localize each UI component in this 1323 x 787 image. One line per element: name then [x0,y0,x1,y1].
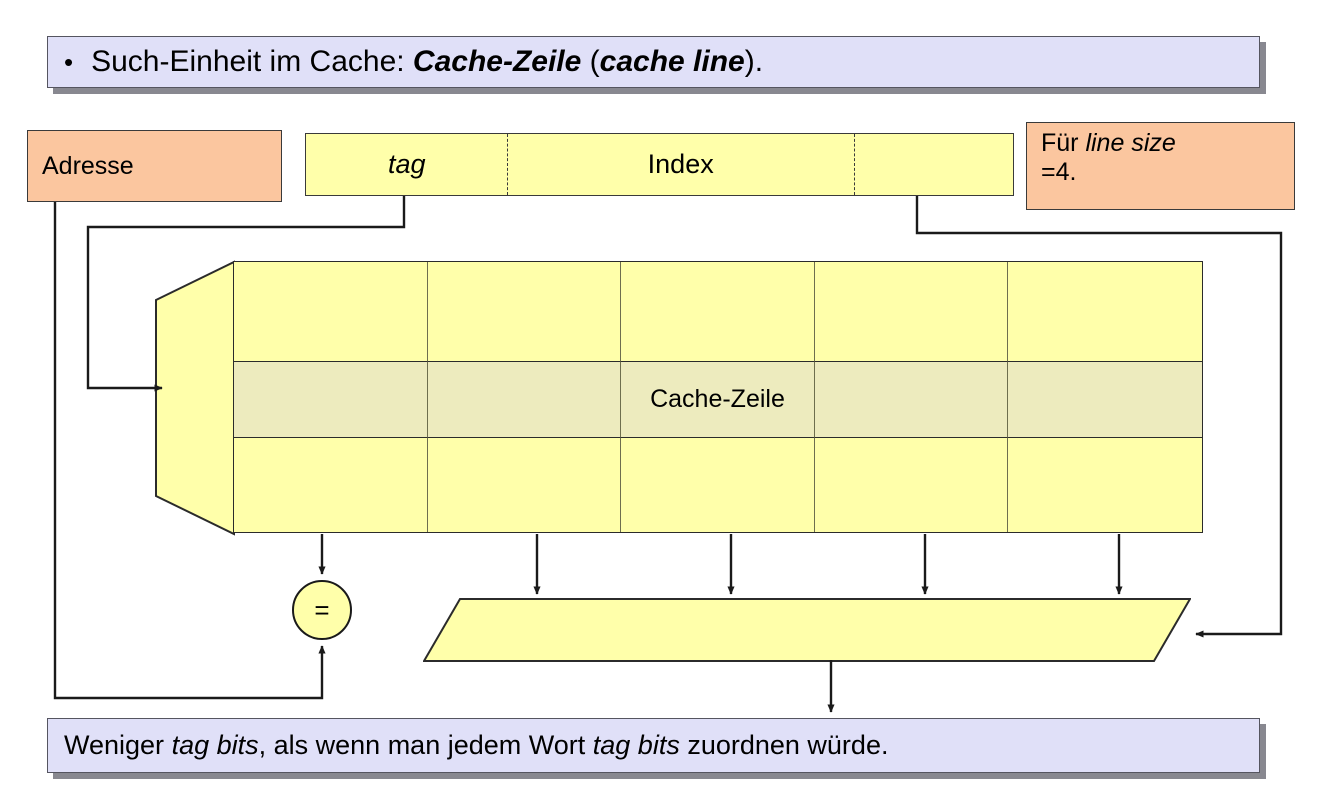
wire-index-to-tags [86,196,406,392]
tags-block-outline [155,260,235,536]
address-divider-1 [507,134,509,195]
top-banner: • Such-Einheit im Cache: Cache-Zeile (ca… [47,36,1260,88]
bottom-banner-seg-3: tag bits [592,730,680,760]
cache-cell [1008,438,1202,532]
cache-cell [427,262,622,362]
address-label-box: Adresse [27,130,282,202]
address-divider-2 [853,134,855,195]
cache-cell-highlighted [234,362,428,438]
cache-cell [234,438,428,532]
cache-cell-highlighted [427,362,622,438]
cache-cell [1008,262,1202,362]
cache-line-label: Cache-Zeile [621,362,815,438]
multiplexer [422,598,1192,662]
wire-tag-to-comparator [53,202,326,700]
top-banner-seg-2: ( [581,45,600,78]
bottom-banner-seg-4: zuordnen würde. [679,730,889,760]
top-banner-seg-4: ). [744,45,764,78]
address-segment-tag: tag [387,149,426,179]
bottom-banner-text: Weniger tag bits, als wenn man jedem Wor… [64,730,888,761]
bottom-banner-seg-2: , als wenn man jedem Wort [258,730,593,760]
line-size-note-box: Für line size =4. [1026,122,1295,210]
bottom-banner-seg-1: tag bits [171,730,259,760]
address-label-text: Adresse [42,151,134,180]
cache-cell [427,438,622,532]
line-size-italic: line size [1085,129,1176,157]
line-size-note-line2: =4. [1041,157,1077,186]
bottom-banner-seg-0: Weniger [64,730,172,760]
tags-block [155,260,235,536]
cache-array-grid: Cache-Zeile [233,261,1203,533]
cache-cell [814,262,1009,362]
cache-cell [814,438,1009,532]
comparator-label: = [314,594,330,625]
address-segment-index: Index [647,149,714,179]
cache-cell-highlighted [814,362,1009,438]
top-banner-seg-0: Such-Einheit im Cache: [91,45,413,78]
wire-offset-to-mux-select [915,196,1283,638]
top-banner-seg-3: cache line [599,45,745,78]
bullet-icon: • [64,47,74,77]
line-size-prefix: Für [1041,129,1086,157]
cache-cell [621,438,815,532]
line-size-note-line1: Für line size [1041,129,1294,158]
top-banner-seg-1: Cache-Zeile [412,45,582,78]
cache-cell-highlighted [1008,362,1202,438]
comparator-equals: = [292,580,352,640]
top-banner-text: Such-Einheit im Cache: Cache-Zeile (cach… [91,45,763,79]
multiplexer-outline [422,598,1192,662]
bottom-banner: Weniger tag bits, als wenn man jedem Wor… [47,718,1260,773]
cache-cell [621,262,815,362]
cache-cell [234,262,428,362]
address-word-bar: tag Index [305,133,1014,196]
